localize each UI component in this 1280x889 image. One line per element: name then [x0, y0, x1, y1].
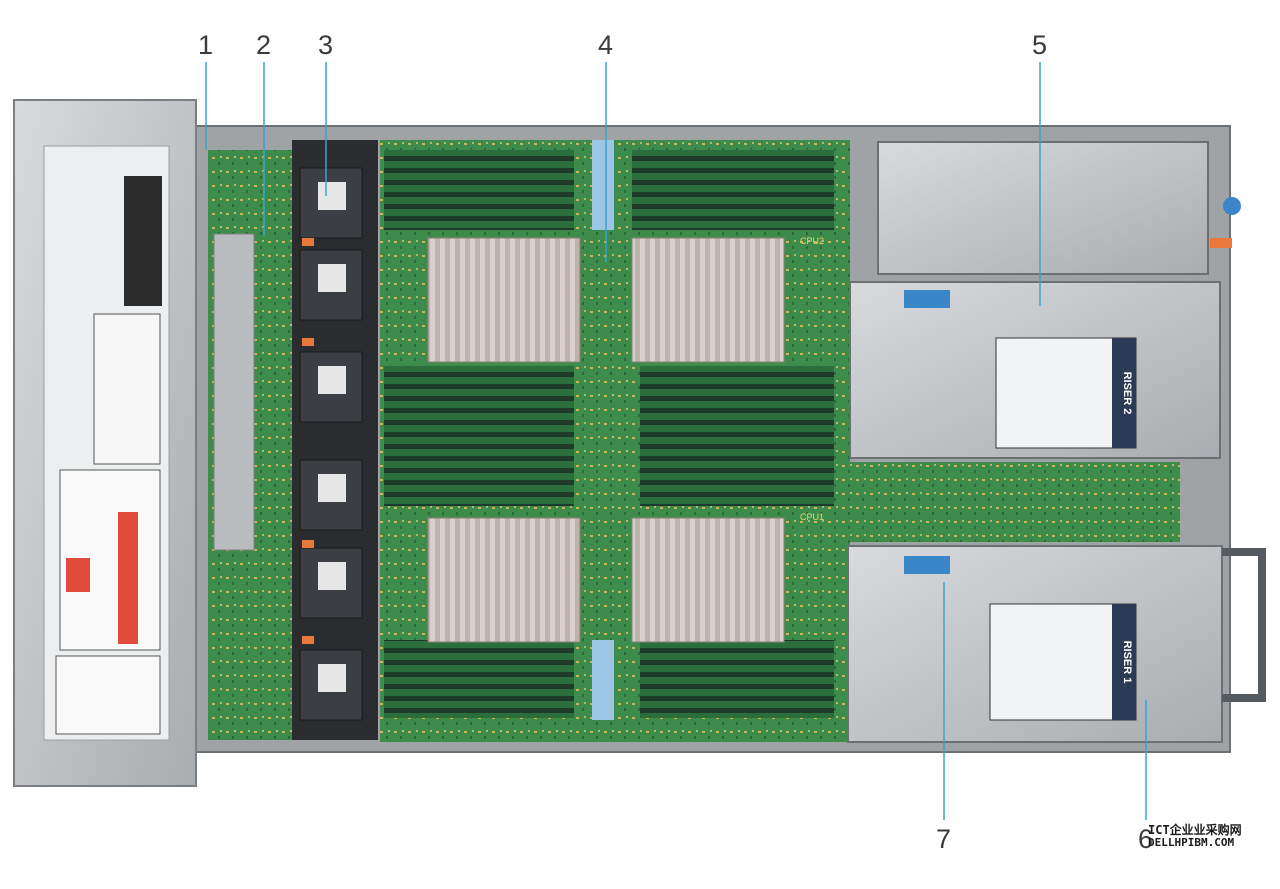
psu-handle-knob: [1223, 197, 1241, 215]
cpu1-label: CPU1: [800, 512, 824, 522]
callout-7: 7: [936, 824, 952, 854]
heatsink-bottom-left: [427, 517, 581, 643]
callout-6: 6: [1138, 824, 1154, 854]
express-service-tag: [55, 655, 161, 735]
config-red-block-2: [66, 558, 90, 592]
callout-2: 2: [256, 30, 272, 60]
system-board-right: [850, 462, 1180, 542]
dimm-bank-mid-left: [384, 366, 574, 506]
callout-3: 3: [318, 30, 334, 60]
cpu2-label: CPU2: [800, 236, 824, 246]
ribbon-cable-bottom: [592, 640, 614, 720]
led-behavior-sticker: [93, 313, 161, 465]
dimm-bank-bottom-right: [640, 640, 834, 718]
dimm-bank-bottom-left: [384, 640, 574, 718]
riser-1-tag: [1112, 604, 1136, 720]
cooling-fans: [299, 167, 363, 721]
riser-1-label-panel: [989, 603, 1137, 721]
dimm-bank-top-left: [384, 150, 574, 230]
cpu-heatsinks: CPU2 CPU1: [427, 236, 824, 643]
callout-1: 1: [198, 30, 214, 60]
riser-2-text: RISER 2: [1121, 372, 1133, 415]
heatsink-bottom-right: [631, 517, 785, 643]
watermark-line-2: DELLHPIBM.COM: [1148, 835, 1235, 849]
heatsink-top-right: [631, 237, 785, 363]
callout-5: 5: [1032, 30, 1048, 60]
heatsink-top-left: [427, 237, 581, 363]
backplane-shroud: [213, 233, 255, 551]
watermark-line-1: ICT企业业采购网: [1148, 823, 1242, 837]
callout-4: 4: [598, 30, 614, 60]
dimm-banks: [384, 150, 834, 718]
top-label-sticker: [124, 176, 162, 306]
dimm-bank-mid-right: [640, 366, 834, 506]
ribbon-cable-top: [592, 140, 614, 230]
callout-lines: [205, 62, 1147, 820]
riser-2-blue-tab: [904, 290, 950, 308]
riser-1-text: RISER 1: [1121, 641, 1133, 684]
riser-2-tag: [1112, 338, 1136, 448]
power-supply-unit: [877, 141, 1209, 275]
chassis-handle: [1222, 548, 1266, 702]
riser-1-blue-tab: [904, 556, 950, 574]
dimm-bank-top-right: [632, 150, 834, 230]
psu-orange-tab: [1210, 238, 1232, 248]
watermark: ICT企业业采购网 DELLHPIBM.COM: [1148, 824, 1242, 848]
config-red-block: [118, 512, 138, 644]
